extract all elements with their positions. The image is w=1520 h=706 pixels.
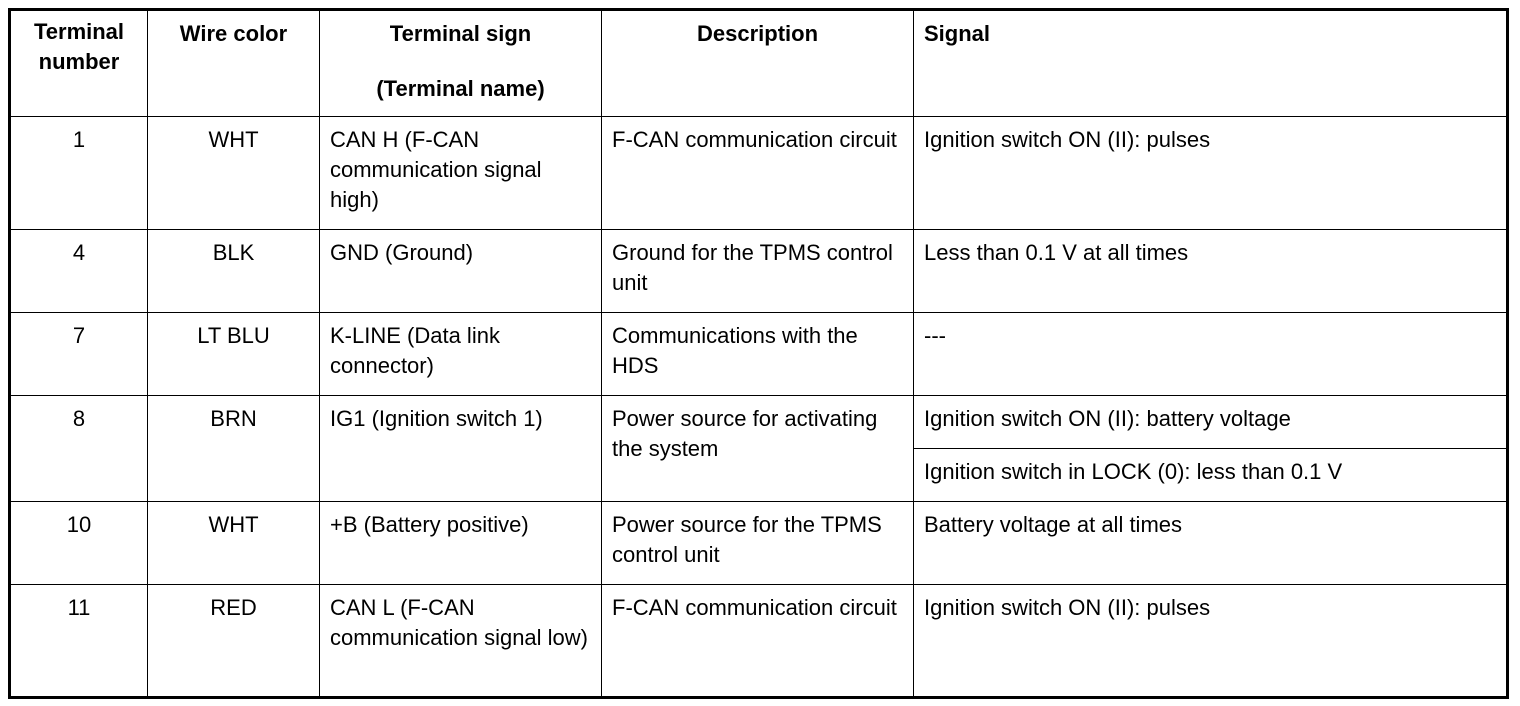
- description-cell: F-CAN communication circuit: [601, 116, 914, 230]
- signal-cell: Ignition switch ON (II): pulses: [913, 116, 1508, 230]
- header-terminal-number: Terminal number: [9, 9, 148, 117]
- terminal-sign-cell: CAN H (F-CAN communication signal high): [319, 116, 602, 230]
- terminal-number-cell: 8: [9, 395, 148, 502]
- description-cell: Power source for activating the system: [601, 395, 914, 502]
- table-subrow: Ignition switch in LOCK (0): less than 0…: [10, 448, 1508, 502]
- signal-cell: Less than 0.1 V at all times: [913, 229, 1508, 313]
- wire-color-cell: WHT: [147, 116, 320, 230]
- description-cell: F-CAN communication circuit: [601, 584, 914, 698]
- table-row: 7 LT BLU K-LINE (Data link connector) Co…: [9, 312, 1508, 396]
- terminal-sign-cell: IG1 (Ignition switch 1): [319, 395, 602, 502]
- signal-cell: Battery voltage at all times: [913, 501, 1508, 585]
- terminal-number-cell: 4: [9, 229, 148, 313]
- terminal-table: Terminal number Wire color Terminal sign…: [8, 8, 1509, 699]
- signal-cell: ---: [913, 312, 1508, 396]
- terminal-number-cell: 10: [9, 501, 148, 585]
- signal-cell: Ignition switch ON (II): pulses: [913, 584, 1508, 698]
- wire-color-cell: WHT: [147, 501, 320, 585]
- header-terminal-sign-line2: (Terminal name): [376, 76, 545, 101]
- wire-color-cell: BLK: [147, 229, 320, 313]
- wire-color-cell: RED: [147, 584, 320, 698]
- header-wire-color: Wire color: [147, 9, 320, 117]
- header-terminal-sign-line1: Terminal sign: [389, 21, 532, 46]
- terminal-sign-cell: CAN L (F-CAN communication signal low): [319, 584, 602, 698]
- wire-color-cell: BRN: [147, 395, 320, 502]
- header-signal: Signal: [913, 9, 1508, 117]
- table-row: 10 WHT +B (Battery positive) Power sourc…: [9, 501, 1508, 585]
- table-row: 8 BRN IG1 (Ignition switch 1) Power sour…: [9, 395, 1508, 502]
- table-row: 4 BLK GND (Ground) Ground for the TPMS c…: [9, 229, 1508, 313]
- table-row: 11 RED CAN L (F-CAN communication signal…: [9, 584, 1508, 698]
- description-cell: Power source for the TPMS control unit: [601, 501, 914, 585]
- header-terminal-sign: Terminal sign (Terminal name): [319, 9, 602, 117]
- table-row: 1 WHT CAN H (F-CAN communication signal …: [9, 116, 1508, 230]
- terminal-sign-cell: GND (Ground): [319, 229, 602, 313]
- wire-color-cell: LT BLU: [147, 312, 320, 396]
- header-description: Description: [601, 9, 914, 117]
- terminal-sign-cell: +B (Battery positive): [319, 501, 602, 585]
- header-row: Terminal number Wire color Terminal sign…: [9, 9, 1508, 117]
- description-cell: Ground for the TPMS control unit: [601, 229, 914, 313]
- terminal-number-cell: 1: [9, 116, 148, 230]
- signal-cell: Ignition switch ON (II): battery voltage: [913, 395, 1508, 449]
- terminal-number-cell: 11: [9, 584, 148, 698]
- description-cell: Communications with the HDS: [601, 312, 914, 396]
- signal-cell: Ignition switch in LOCK (0): less than 0…: [913, 448, 1508, 502]
- terminal-sign-cell: K-LINE (Data link connector): [319, 312, 602, 396]
- terminal-number-cell: 7: [9, 312, 148, 396]
